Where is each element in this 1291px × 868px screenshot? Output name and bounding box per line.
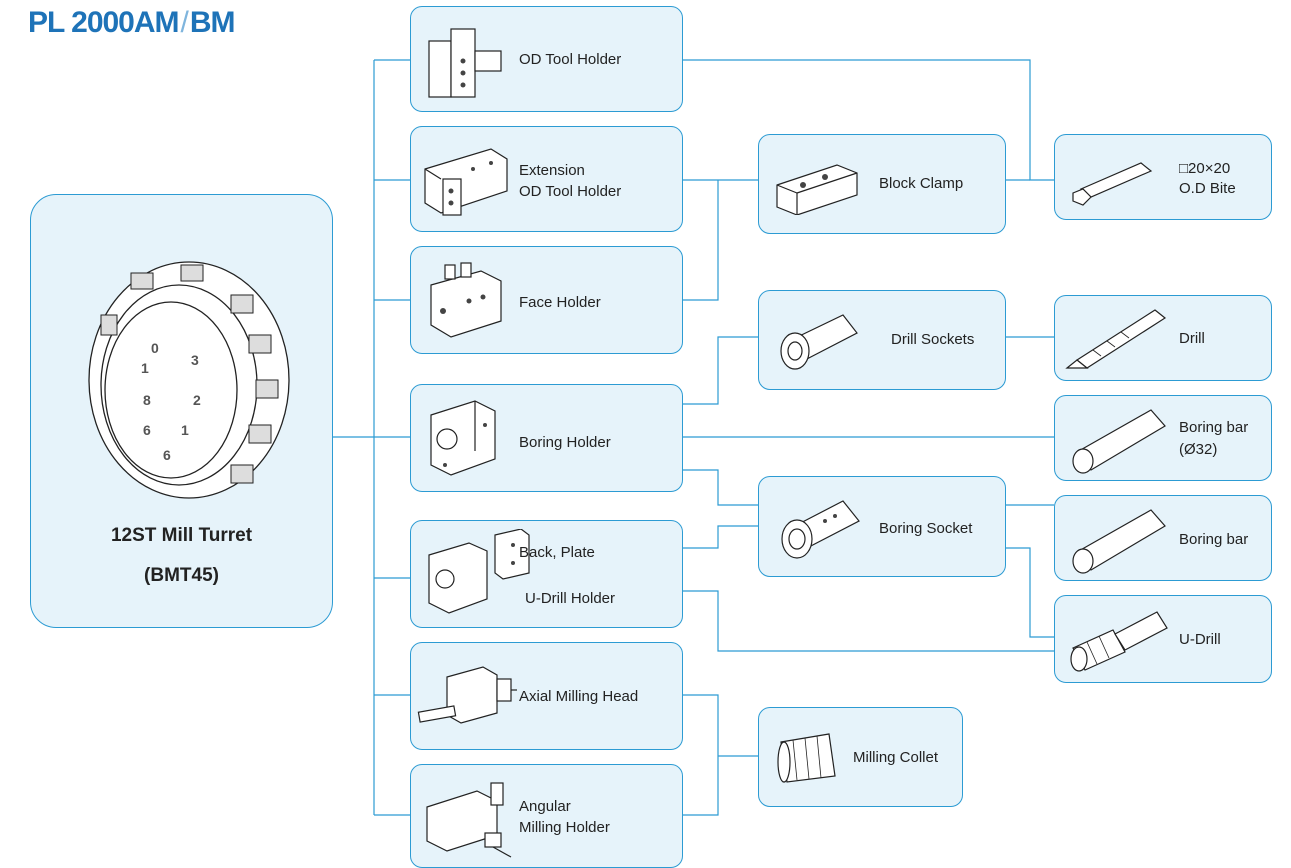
face-holder-label: Face Holder [519, 294, 601, 311]
angular-milling-holder-line2: Milling Holder [519, 819, 610, 836]
boring-holder-label: Boring Holder [519, 434, 611, 451]
boring-socket-label: Boring Socket [879, 520, 973, 537]
turret-name: 12ST Mill Turret [110, 525, 253, 546]
svg-text:8: 8 [143, 392, 151, 408]
drill-icon [1065, 309, 1167, 369]
model-suffix: BM [189, 6, 236, 39]
axial-milling-head-icon [417, 666, 517, 724]
od-bite-icon [1072, 162, 1153, 206]
drill-label: Drill [1179, 330, 1205, 347]
boring-bar-32-line1: Boring bar [1179, 419, 1249, 436]
angular-milling-holder-box: Angular Milling Holder [410, 764, 683, 868]
extension-holder-line2: OD Tool Holder [519, 183, 622, 200]
block-clamp-box: Block Clamp [758, 134, 1006, 234]
model-name: PL 2000AM [28, 6, 180, 39]
title-slash: / [180, 6, 189, 39]
boring-socket-box: Boring Socket [758, 476, 1006, 577]
axial-milling-head-box: Axial Milling Head [410, 642, 683, 750]
boring-holder-box: Boring Holder [410, 384, 683, 492]
milling-collet-label: Milling Collet [853, 749, 939, 766]
svg-text:0: 0 [151, 340, 159, 356]
od-bite-line2: O.D Bite [1179, 180, 1236, 197]
svg-text:2: 2 [193, 392, 201, 408]
udrill-box: U-Drill [1054, 595, 1272, 683]
drill-socket-icon [780, 314, 858, 370]
udrill-holder-icon [428, 529, 530, 614]
udrill-holder-line1: Back, Plate [519, 544, 595, 561]
drill-sockets-box: Drill Sockets [758, 290, 1006, 390]
svg-text:6: 6 [143, 422, 151, 438]
milling-collet-icon [777, 733, 836, 783]
boring-socket-icon [781, 500, 860, 559]
drill-box: Drill [1054, 295, 1272, 381]
svg-text:6: 6 [163, 447, 171, 463]
svg-text:1: 1 [181, 422, 189, 438]
boring-bar-box: Boring bar [1054, 495, 1272, 581]
turret-icon: 018 321 66 [88, 261, 290, 499]
page-title: PL 2000AM/BM [28, 6, 236, 40]
udrill-label: U-Drill [1179, 631, 1221, 648]
boring-bar-icon [1072, 509, 1166, 574]
od-tool-holder-label: OD Tool Holder [519, 51, 622, 68]
udrill-holder-line2: U-Drill Holder [525, 590, 616, 607]
od-tool-holder-icon [428, 28, 502, 98]
face-holder-box: Face Holder [410, 246, 683, 354]
od-tool-holder-box: OD Tool Holder [410, 6, 683, 112]
od-bite-box: □20×20 O.D Bite [1054, 134, 1272, 220]
boring-holder-icon [430, 400, 496, 476]
od-bite-line1: □20×20 [1179, 160, 1231, 177]
boring-bar-32-line2: (Ø32) [1179, 441, 1218, 458]
drill-sockets-label: Drill Sockets [891, 331, 975, 348]
udrill-icon [1070, 611, 1168, 672]
turret-model: (BMT45) [144, 565, 219, 586]
block-clamp-icon [776, 164, 858, 215]
angular-milling-holder-icon [426, 782, 512, 858]
boring-bar-label: Boring bar [1179, 531, 1249, 548]
extension-holder-icon [424, 148, 508, 216]
axial-milling-head-label: Axial Milling Head [519, 688, 639, 705]
milling-collet-box: Milling Collet [758, 707, 963, 807]
svg-text:3: 3 [191, 352, 199, 368]
boring-bar-icon [1072, 409, 1166, 474]
udrill-holder-box: Back, Plate U-Drill Holder [410, 520, 683, 628]
svg-text:1: 1 [141, 360, 149, 376]
boring-bar-32-box: Boring bar (Ø32) [1054, 395, 1272, 481]
extension-holder-box: Extension OD Tool Holder [410, 126, 683, 232]
angular-milling-holder-line1: Angular [519, 798, 571, 815]
face-holder-icon [430, 262, 502, 338]
extension-holder-line1: Extension [519, 162, 585, 179]
block-clamp-label: Block Clamp [879, 175, 964, 192]
